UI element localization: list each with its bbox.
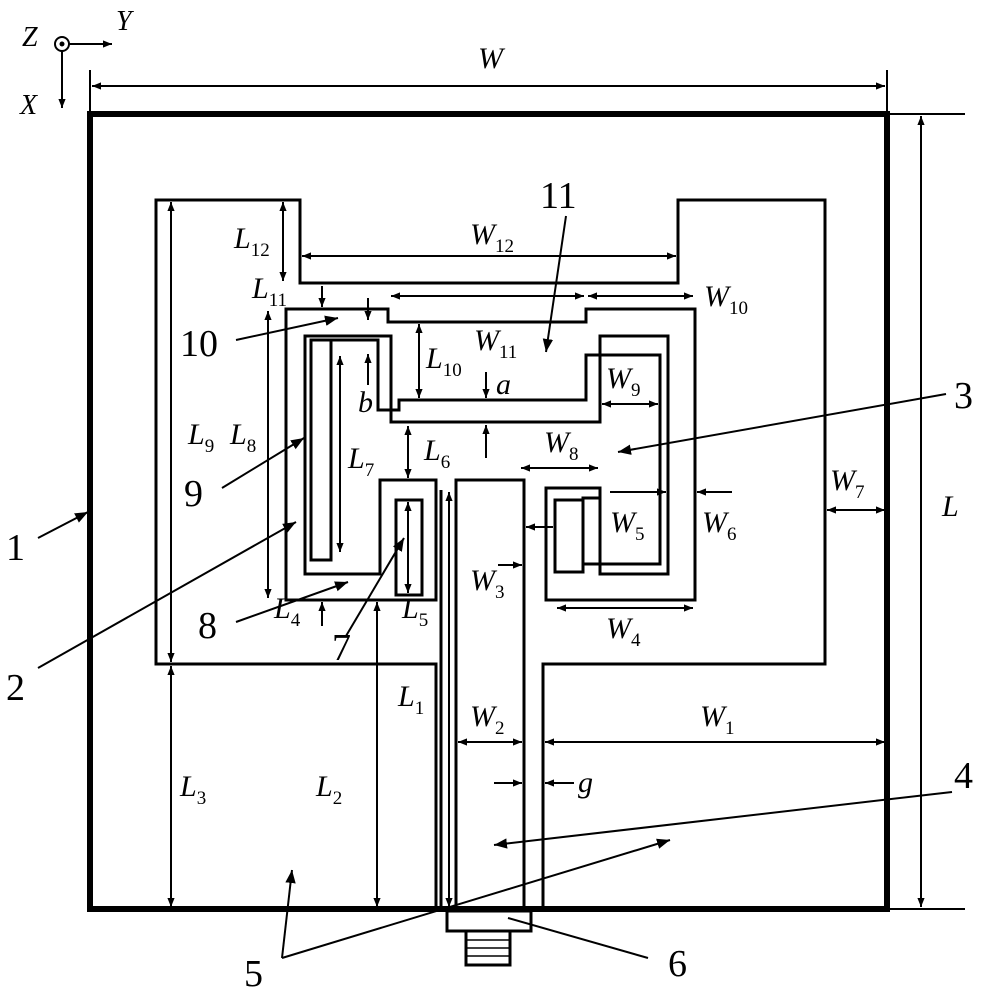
callout-6: 6 (668, 943, 687, 985)
callout-3: 3 (954, 375, 973, 417)
dim-w11-label: W11 (474, 324, 517, 363)
callout-5: 5 (244, 953, 263, 995)
dim-w2-label: W2 (470, 700, 505, 739)
dim-l10-label: L10 (425, 342, 462, 381)
dimension-labels: W L W12 L12 L11 W10 W11 L10 a b W9 L9 L8… (179, 42, 959, 809)
dim-l7-label: L7 (347, 442, 374, 481)
dim-l8-label: L8 (229, 418, 256, 457)
sma-connector (447, 911, 531, 965)
dim-w6-label: W6 (702, 506, 737, 545)
dim-w8-label: W8 (544, 426, 579, 465)
dim-l3-label: L3 (179, 770, 206, 809)
callout-1: 1 (6, 527, 25, 569)
y-axis-label: Y (116, 6, 135, 37)
dim-w5-label: W5 (610, 506, 645, 545)
dim-a-label: a (496, 368, 511, 401)
dim-l5-label: L5 (401, 592, 428, 631)
callout-2: 2 (6, 667, 25, 709)
dim-l11-label: L11 (251, 272, 287, 311)
dim-w4-label: W4 (606, 612, 641, 651)
dim-g-label: g (578, 766, 593, 799)
dim-w-label: W (478, 42, 506, 75)
dim-w10-label: W10 (704, 280, 748, 319)
dim-b-label: b (358, 386, 373, 419)
callout-8: 8 (198, 605, 217, 647)
dim-w12-label: W12 (470, 218, 514, 257)
z-axis-dot (60, 42, 65, 47)
patch-strip (311, 340, 331, 560)
dim-l2-label: L2 (315, 770, 342, 809)
callout-7: 7 (332, 627, 351, 669)
dim-l-label: L (941, 490, 959, 523)
z-axis-label: Z (22, 22, 38, 53)
dim-l1-label: L1 (397, 680, 424, 719)
dim-w9-label: W9 (606, 362, 641, 401)
dim-l4-label: L4 (273, 592, 301, 631)
dim-l6-label: L6 (423, 434, 450, 473)
notch-strip-right (555, 500, 583, 572)
dim-l9-label: L9 (187, 418, 214, 457)
dim-l12-label: L12 (233, 222, 270, 261)
dim-w3-label: W3 (470, 564, 505, 603)
callout-10: 10 (180, 323, 218, 365)
axis-indicator: Z Y X (19, 6, 135, 121)
callout-4: 4 (954, 755, 973, 797)
dim-w1-label: W1 (700, 700, 735, 739)
x-axis-label: X (19, 90, 38, 121)
callout-9: 9 (184, 473, 203, 515)
callout-11: 11 (540, 175, 577, 217)
dim-w7-label: W7 (830, 464, 865, 503)
